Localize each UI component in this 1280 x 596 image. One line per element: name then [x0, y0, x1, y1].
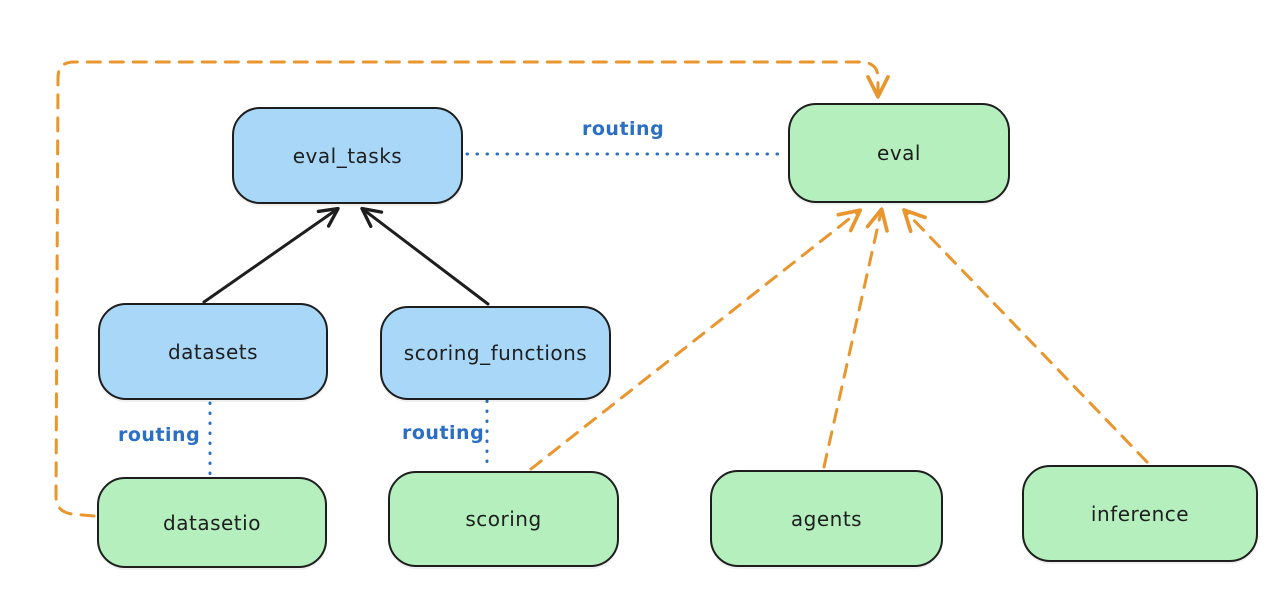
edge-scoring-to-eval [529, 208, 863, 471]
routing-label-eval-tasks-eval: routing [582, 118, 665, 140]
routing-label-scoring-functions-scoring: routing [402, 422, 485, 444]
node-scoring-label: scoring [465, 507, 542, 531]
node-agents-label: agents [790, 506, 863, 531]
node-datasetio: datasetio [97, 477, 327, 568]
edge-agents-to-eval [822, 207, 889, 469]
node-datasets-label: datasets [167, 339, 259, 364]
node-agents: agents [710, 470, 943, 567]
node-eval: eval [788, 103, 1010, 203]
node-inference-label: inference [1090, 501, 1190, 526]
edge-scoring-functions-to-eval-tasks [360, 206, 490, 306]
edge-datasets-to-eval-tasks [202, 206, 340, 304]
edge-inference-to-eval [902, 208, 1149, 464]
node-eval-tasks-label: eval_tasks [292, 143, 403, 168]
node-datasets: datasets [98, 303, 328, 400]
routing-label-datasets-datasetio: routing [118, 424, 201, 446]
node-eval-tasks: eval_tasks [232, 107, 463, 204]
node-eval-label: eval [877, 141, 921, 165]
edge-datasetio-to-eval [54, 60, 890, 518]
node-scoring-functions-label: scoring_functions [403, 341, 588, 365]
node-inference: inference [1022, 465, 1258, 562]
node-scoring: scoring [388, 471, 619, 567]
node-scoring-functions: scoring_functions [380, 306, 611, 400]
node-datasetio-label: datasetio [163, 510, 261, 535]
